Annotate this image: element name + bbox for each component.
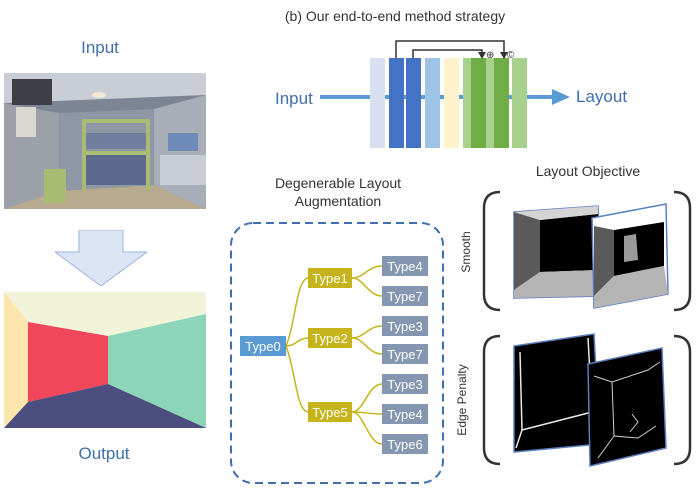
- figure-title: (b) Our end-to-end method strategy: [284, 8, 506, 24]
- augmentation-title-line1: Degenerable Layout: [274, 175, 402, 191]
- smooth-map-2: [591, 203, 669, 309]
- tree-root-label: Type0: [245, 339, 280, 354]
- tree-branch-label: Type5: [312, 405, 347, 420]
- tree-leaf: Type6: [382, 434, 428, 454]
- tree-leaf: Type7: [382, 286, 428, 306]
- smooth-label: Smooth: [459, 231, 473, 272]
- layer-block: [425, 58, 440, 148]
- layer-block: [444, 58, 459, 148]
- tree-leaf-label: Type6: [387, 437, 422, 452]
- input-room-photo: [4, 73, 206, 209]
- edge-left-bracket: [482, 334, 501, 466]
- smooth-left-bracket: [482, 190, 501, 312]
- edge-map-1: [513, 333, 601, 453]
- pipeline-input-label: Input: [275, 89, 313, 108]
- tree-leaf-label: Type7: [387, 347, 422, 362]
- layer-block: [494, 58, 509, 148]
- skip-connection: [412, 49, 483, 58]
- layer-block: [512, 58, 527, 148]
- layer-block: [406, 58, 421, 148]
- add-symbol-icon: ⊕: [486, 50, 494, 61]
- edge-right-bracket: [673, 334, 692, 466]
- tree-leaf-label: Type4: [387, 259, 422, 274]
- tree-leaf: Type4: [382, 404, 428, 424]
- down-arrow-icon: [55, 230, 147, 286]
- objective-panel: Smooth Edge Penalty: [455, 190, 692, 467]
- edge-penalty-label: Edge Penalty: [455, 364, 469, 435]
- input-label: Input: [81, 38, 119, 57]
- tree-root: Type0: [240, 336, 286, 356]
- tree-leaf-label: Type4: [387, 407, 422, 422]
- tree-leaf-label: Type7: [387, 289, 422, 304]
- augmentation-title-line2: Augmentation: [294, 193, 382, 209]
- tree-leaf-label: Type3: [387, 319, 422, 334]
- layer-block: [389, 58, 404, 148]
- tree-leaf: Type3: [382, 316, 428, 336]
- pipeline-output-label: Layout: [576, 87, 628, 106]
- pipeline-arrowhead-icon: [552, 89, 570, 105]
- edge-map-2: [587, 347, 667, 467]
- output-layout-image: [4, 292, 206, 428]
- tree-branch: Type1: [308, 268, 352, 288]
- tree-leaf: Type4: [382, 256, 428, 276]
- objective-title: Layout Objective: [535, 163, 641, 179]
- smooth-right-bracket: [673, 190, 692, 312]
- tree-leaf: Type3: [382, 374, 428, 394]
- augmentation-frame: [230, 222, 444, 484]
- augmentation-tree: Type0 Type1 Type2 Type5 Type4 Type7 Type…: [230, 222, 444, 484]
- layer-block: [471, 58, 486, 148]
- smooth-map-1: [513, 205, 603, 299]
- tree-leaf: Type7: [382, 344, 428, 364]
- layer-block: [370, 58, 385, 148]
- tree-branch-label: Type1: [312, 271, 347, 286]
- tree-leaf-label: Type3: [387, 377, 422, 392]
- tree-branch-label: Type2: [312, 331, 347, 346]
- concat-symbol-icon: ©: [507, 50, 515, 61]
- tree-branch: Type2: [308, 328, 352, 348]
- tree-branch: Type5: [308, 402, 352, 422]
- output-label: Output: [78, 444, 130, 463]
- network-pipeline: ⊕ ©: [320, 40, 570, 148]
- skip-connection: [395, 40, 505, 58]
